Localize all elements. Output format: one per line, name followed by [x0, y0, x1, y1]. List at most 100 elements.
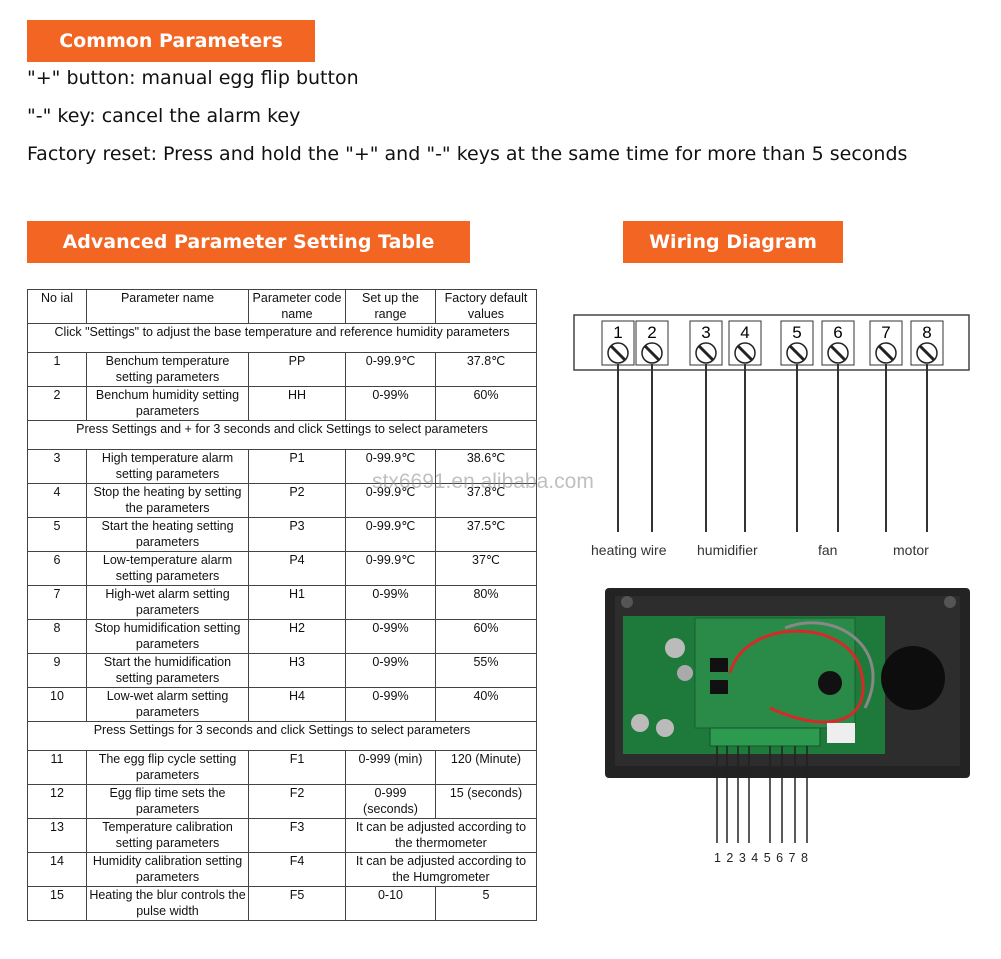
cell-name: Heating the blur controls the pulse widt…: [86, 886, 249, 921]
label-fan: fan: [818, 542, 838, 558]
cell-name: The egg flip cycle setting parameters: [86, 750, 249, 785]
section-row: Press Settings and + for 3 seconds and c…: [27, 420, 537, 450]
label-motor: motor: [893, 542, 929, 558]
cell-name: Start the humidification setting paramet…: [86, 653, 249, 688]
cell-no: 9: [27, 653, 87, 688]
advanced-table-badge: Advanced Parameter Setting Table: [27, 221, 470, 263]
cell-code: F1: [248, 750, 346, 785]
grey-wire: [784, 621, 875, 709]
connector-icon: [827, 723, 855, 743]
cell-no: 3: [27, 449, 87, 484]
header-default: Factory default values: [435, 289, 537, 324]
watermark: stx6691.en.alibaba.com: [372, 470, 594, 493]
cell-range: 0-99.9℃: [345, 352, 436, 387]
cell-range: 0-99.9℃: [345, 551, 436, 586]
cell-code: F2: [248, 784, 346, 819]
cell-no: 14: [27, 852, 87, 887]
section-row: Click "Settings" to adjust the base temp…: [27, 323, 537, 353]
screw-slot: [697, 344, 715, 362]
screw-slot: [736, 344, 754, 362]
section-row: Press Settings for 3 seconds and click S…: [27, 721, 537, 751]
screw-icon: [944, 596, 956, 608]
cell-name: Benchum temperature setting parameters: [86, 352, 249, 387]
capacitor-icon: [631, 714, 649, 732]
cell-default: 15 (seconds): [435, 784, 537, 819]
terminal-number: 4: [740, 323, 749, 342]
cell-range: 0-10: [345, 886, 436, 921]
cell-code: P1: [248, 449, 346, 484]
cell-code: H2: [248, 619, 346, 654]
relay-icon: [710, 658, 728, 672]
cell-code: H1: [248, 585, 346, 620]
cell-code: H4: [248, 687, 346, 722]
terminal-number: 1: [613, 323, 622, 342]
cell-name: Egg flip time sets the parameters: [86, 784, 249, 819]
cell-code: PP: [248, 352, 346, 387]
cell-range: 0-999 (seconds): [345, 784, 436, 819]
table-body: No ial Parameter name Parameter code nam…: [27, 289, 537, 921]
factory-reset-line: Factory reset: Press and hold the "+" an…: [27, 143, 908, 165]
cell-name: Stop humidification setting parameters: [86, 619, 249, 654]
terminal-number: 5: [792, 323, 801, 342]
terminal-strip: [709, 727, 821, 747]
screw-slot: [829, 344, 847, 362]
cell-default: 40%: [435, 687, 537, 722]
board-wires-group: [716, 746, 808, 843]
speaker-icon: [881, 646, 945, 710]
cell-name: Benchum humidity setting parameters: [86, 386, 249, 421]
screw-slot: [643, 344, 661, 362]
screw-slot: [877, 344, 895, 362]
cell-default: 37.5℃: [435, 517, 537, 552]
section-text: Press Settings for 3 seconds and click S…: [27, 721, 537, 751]
cell-code: F4: [248, 852, 346, 887]
cell-range: 0-99.9℃: [345, 517, 436, 552]
cell-default: 37.8℃: [435, 483, 537, 518]
capacitor-icon: [677, 665, 693, 681]
common-parameters-badge: Common Parameters: [27, 20, 315, 62]
cell-no: 7: [27, 585, 87, 620]
cell-range: 0-99%: [345, 687, 436, 722]
cell-name: Low-temperature alarm setting parameters: [86, 551, 249, 586]
terminal-number: 6: [833, 323, 842, 342]
cell-no: 1: [27, 352, 87, 387]
terminal-numbers-bottom: 1 2 3 4 5 6 7 8: [714, 851, 809, 865]
label-humidifier: humidifier: [697, 542, 758, 558]
cell-no: 12: [27, 784, 87, 819]
cell-name: Start the heating setting parameters: [86, 517, 249, 552]
cell-range: 0-99%: [345, 619, 436, 654]
cell-name: Stop the heating by setting the paramete…: [86, 483, 249, 518]
cell-no: 13: [27, 818, 87, 853]
cell-no: 6: [27, 551, 87, 586]
screw-slot: [788, 344, 806, 362]
cell-code: F5: [248, 886, 346, 921]
buzzer-icon: [818, 671, 842, 695]
capacitor-icon: [656, 719, 674, 737]
label-heating-wire: heating wire: [591, 542, 667, 558]
terminal-number: 3: [701, 323, 710, 342]
cell-name: High-wet alarm setting parameters: [86, 585, 249, 620]
cell-range-default: It can be adjusted according to the Humg…: [345, 852, 537, 887]
cell-default: 38.6℃: [435, 449, 537, 484]
cell-no: 4: [27, 483, 87, 518]
cell-code: H3: [248, 653, 346, 688]
cell-default: 55%: [435, 653, 537, 688]
screw-slot: [918, 344, 936, 362]
cell-default: 37.8℃: [435, 352, 537, 387]
cell-no: 8: [27, 619, 87, 654]
cell-range: 0-99%: [345, 386, 436, 421]
cell-range: 0-99%: [345, 585, 436, 620]
cell-default: 80%: [435, 585, 537, 620]
cell-name: High temperature alarm setting parameter…: [86, 449, 249, 484]
header-no: No ial: [27, 289, 87, 324]
cell-no: 11: [27, 750, 87, 785]
